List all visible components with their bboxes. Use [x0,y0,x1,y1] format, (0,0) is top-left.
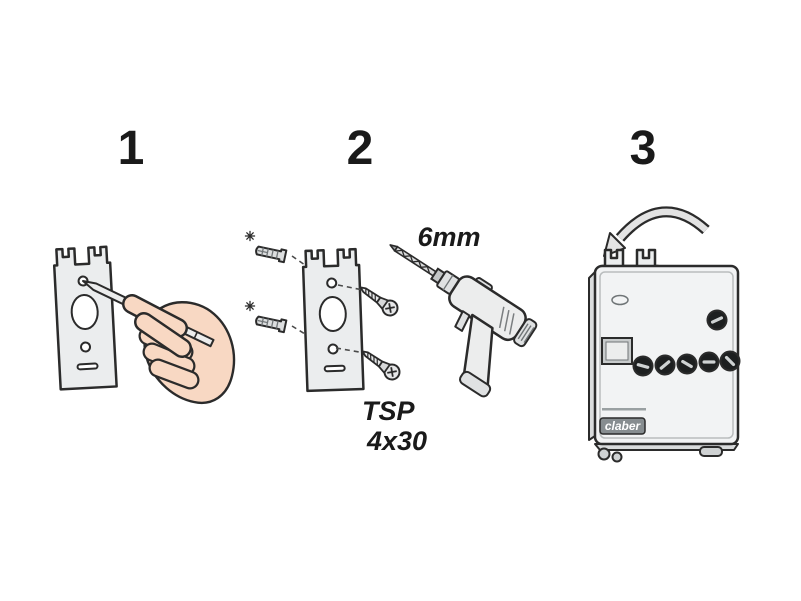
brand-logo: claber [599,417,646,435]
step-3: 3 clab [588,122,745,463]
brand-logo-box [599,417,646,435]
screw-bottom [357,344,404,384]
step-1-number: 1 [118,122,145,175]
dial-knob-4 [698,351,720,373]
drill-trigger [454,310,471,332]
brand-logo-text: claber [605,419,642,433]
pencil-tip [83,281,89,285]
step-2: 2 [244,122,538,456]
power-drill [389,244,538,398]
wall-anchor-bottom [253,313,288,334]
guide-line-screw-top [337,284,364,291]
drill-bit [389,244,438,278]
bottom-tab [699,446,723,457]
timer-device: claber [588,264,745,463]
wall-anchor-top [253,243,288,264]
position-mark-top [244,230,256,242]
cable-gland-1 [597,447,611,461]
guide-line-screw-bottom [335,347,366,354]
screw-top [355,280,402,320]
drill-body-vents [498,306,515,335]
hanging-slot [611,294,629,306]
fine-print-line [602,408,646,411]
position-mark-bottom [244,300,256,312]
step-2-number: 2 [347,122,374,175]
wall-bracket-step2 [301,247,365,393]
thumb [134,312,192,358]
index-finger [122,294,188,338]
hand-with-pencil [82,280,236,405]
drill-bit-size-label: 6mm [417,222,480,252]
screw-size-label: 4x30 [366,426,427,456]
cable-gland-2 [611,451,623,463]
drill-battery-foot [459,370,492,398]
lcd-screen [605,341,629,361]
step-1: 1 [52,122,236,405]
screw-type-label: TSP [362,396,416,426]
wall-bracket-step1 [52,245,118,391]
step-3-number: 3 [630,122,657,175]
